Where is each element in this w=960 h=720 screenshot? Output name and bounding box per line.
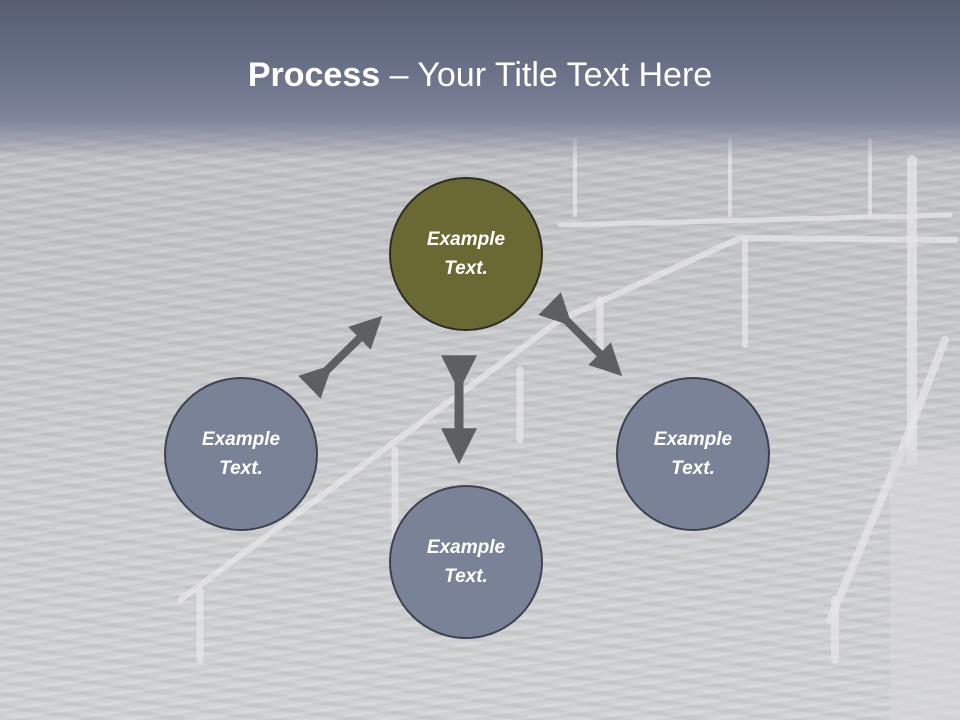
title-rest: – Your Title Text Here bbox=[380, 56, 713, 94]
left-node-line2: Text. bbox=[219, 458, 263, 479]
title-band bbox=[0, 0, 960, 160]
bottom-node[interactable]: Example Text. bbox=[389, 485, 543, 639]
center-node-line2: Text. bbox=[444, 258, 488, 279]
left-node-text: Example Text. bbox=[181, 425, 301, 483]
left-node[interactable]: Example Text. bbox=[164, 377, 318, 531]
center-node-line1: Example bbox=[426, 229, 506, 250]
right-node-text: Example Text. bbox=[633, 425, 753, 483]
right-node[interactable]: Example Text. bbox=[616, 377, 770, 531]
center-node-text: Example Text. bbox=[406, 225, 526, 283]
bottom-node-line2: Text. bbox=[444, 566, 488, 587]
double-arrow-left bbox=[298, 315, 383, 399]
bottom-node-text: Example Text. bbox=[406, 533, 526, 591]
title-bold: Process bbox=[247, 56, 381, 94]
slide-title[interactable]: Process – Your Title Text Here bbox=[0, 52, 960, 98]
right-node-line1: Example bbox=[653, 429, 733, 450]
bottom-node-line1: Example bbox=[426, 537, 506, 558]
center-node[interactable]: Example Text. bbox=[389, 177, 543, 331]
right-node-line2: Text. bbox=[671, 458, 715, 479]
left-node-line1: Example bbox=[201, 429, 281, 450]
double-arrow-right bbox=[538, 292, 623, 377]
